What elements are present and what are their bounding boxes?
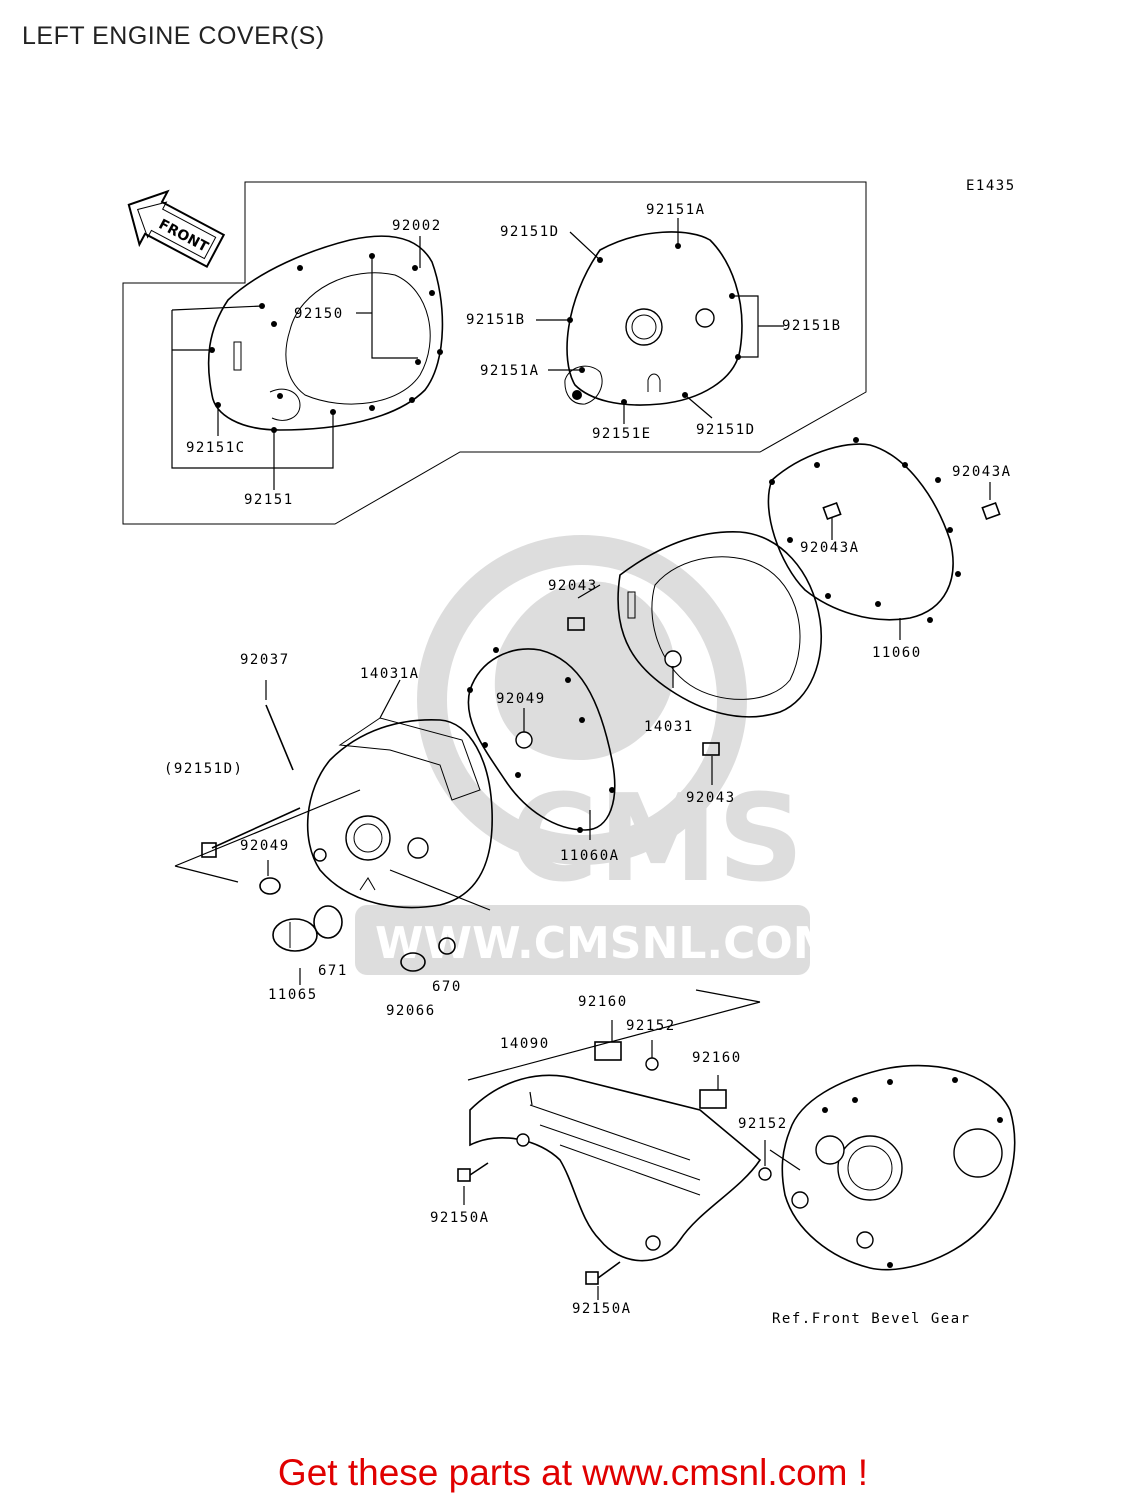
- label-92002: 92002: [392, 218, 442, 234]
- front-bevel-gear-housing: [769, 1064, 1016, 1271]
- label-14031a: 14031A: [360, 666, 420, 682]
- gasket-11060: [767, 437, 961, 640]
- label-92043-bottom: 92043: [686, 790, 736, 806]
- label-92151d-top: 92151D: [500, 224, 560, 240]
- inset-frame: [122, 181, 867, 525]
- label-92152-right: 92152: [738, 1116, 788, 1132]
- label-671: 671: [318, 963, 348, 979]
- label-14031: 14031: [644, 719, 694, 735]
- label-92037: 92037: [240, 652, 290, 668]
- page-title: LEFT ENGINE COVER(S): [22, 22, 325, 50]
- label-92150: 92150: [294, 306, 344, 322]
- label-ref-front-bevel-gear: Ref.Front Bevel Gear: [772, 1311, 971, 1327]
- label-92043-top: 92043: [548, 578, 598, 594]
- label-92151d-bottom: 92151D: [696, 422, 756, 438]
- label-92160-top: 92160: [578, 994, 628, 1010]
- label-92151b-left: 92151B: [466, 312, 526, 328]
- watermark: CMS WWW.CMSNL.COM: [355, 535, 837, 975]
- gasket-11060a: [467, 647, 616, 840]
- front-arrow-icon: FRONT: [127, 189, 226, 269]
- label-11065: 11065: [268, 987, 318, 1003]
- diagram-code: E1435: [966, 178, 1016, 194]
- label-92151b-right: 92151B: [782, 318, 842, 334]
- label-92151c: 92151C: [186, 440, 246, 456]
- label-92043a-mid: 92043A: [800, 540, 860, 556]
- label-11060: 11060: [872, 645, 922, 661]
- clutch-cover-inset: [171, 235, 444, 490]
- watermark-logo: CMS: [510, 770, 804, 909]
- cover-14031: [567, 531, 822, 785]
- cover-14090: [457, 989, 772, 1300]
- label-92150a-upper: 92150A: [430, 1210, 490, 1226]
- watermark-url: WWW.CMSNL.COM: [375, 918, 837, 969]
- label-92152-top: 92152: [626, 1018, 676, 1034]
- label-92049-gasket: 92049: [496, 691, 546, 707]
- label-92150a-lower: 92150A: [572, 1301, 632, 1317]
- label-92151d-paren: (92151D): [164, 761, 243, 777]
- label-92066: 92066: [386, 1003, 436, 1019]
- label-92160-mid: 92160: [692, 1050, 742, 1066]
- label-92151a-mid: 92151A: [480, 363, 540, 379]
- label-92151: 92151: [244, 492, 294, 508]
- cover-14031a: [174, 679, 493, 985]
- label-92151a-top: 92151A: [646, 202, 706, 218]
- label-14090: 14090: [500, 1036, 550, 1052]
- cta-banner[interactable]: Get these parts at www.cmsnl.com !: [277, 1452, 869, 1493]
- label-92151e: 92151E: [592, 426, 652, 442]
- dowel-92043a: [822, 482, 1001, 540]
- alternator-cover-inset: [536, 218, 784, 424]
- label-11060a: 11060A: [560, 848, 620, 864]
- label-670: 670: [432, 979, 462, 995]
- label-92043a-right: 92043A: [952, 464, 1012, 480]
- label-92049-left: 92049: [240, 838, 290, 854]
